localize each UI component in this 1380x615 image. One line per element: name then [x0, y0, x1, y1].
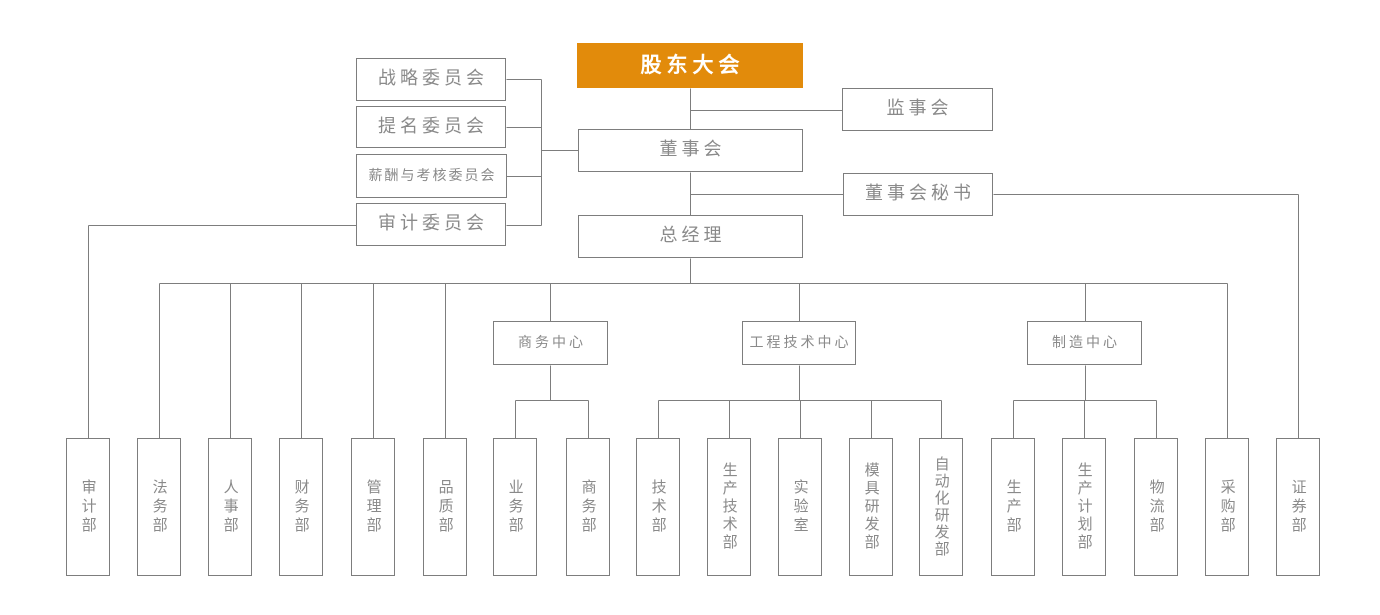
- org-node-label: 物流部: [1147, 478, 1166, 536]
- org-node-securities-dept: 证券部: [1276, 438, 1320, 576]
- org-node-label: 自动化研发部: [932, 456, 951, 558]
- org-node-logistics-dept: 物流部: [1134, 438, 1178, 576]
- org-node-label: 实验室: [791, 478, 810, 536]
- org-node-compensation-appraisal-committee: 薪酬与考核委员会: [356, 154, 507, 198]
- org-node-technology-dept: 技术部: [636, 438, 680, 576]
- org-node-nomination-committee: 提名委员会: [356, 106, 506, 148]
- org-node-finance-dept: 财务部: [279, 438, 323, 576]
- org-node-label: 财务部: [292, 478, 311, 536]
- org-node-board-of-directors: 董事会: [578, 129, 803, 172]
- org-node-label: 股东大会: [640, 53, 745, 78]
- org-node-board-secretary: 董事会秘书: [843, 173, 993, 216]
- org-node-label: 品质部: [436, 478, 455, 536]
- org-node-label: 生产技术部: [720, 462, 739, 552]
- org-node-label: 工程技术中心: [749, 334, 852, 351]
- org-node-label: 商务中心: [518, 334, 586, 351]
- org-node-mold-rd-dept: 模具研发部: [849, 438, 893, 576]
- org-node-label: 证券部: [1289, 478, 1308, 536]
- org-node-label: 制造中心: [1052, 334, 1120, 351]
- org-node-label: 法务部: [150, 478, 169, 536]
- org-node-label: 董事会秘书: [865, 183, 975, 205]
- org-node-label: 生产计划部: [1075, 462, 1094, 552]
- org-node-commerce-dept: 商务部: [566, 438, 610, 576]
- org-node-label: 薪酬与考核委员会: [368, 167, 497, 184]
- org-node-general-manager: 总经理: [578, 215, 803, 258]
- org-node-label: 人事部: [221, 478, 240, 536]
- org-node-audit-dept: 审计部: [66, 438, 110, 576]
- org-node-audit-committee: 审计委员会: [356, 203, 506, 246]
- org-node-shareholders-meeting: 股东大会: [577, 43, 803, 88]
- org-node-label: 模具研发部: [862, 462, 881, 552]
- org-node-label: 商务部: [579, 478, 598, 536]
- org-node-manufacturing-center: 制造中心: [1027, 321, 1142, 365]
- org-node-label: 审计委员会: [378, 213, 488, 235]
- org-node-label: 董事会: [659, 139, 726, 161]
- org-node-label: 业务部: [506, 478, 525, 536]
- org-node-legal-dept: 法务部: [137, 438, 181, 576]
- org-node-label: 管理部: [364, 478, 383, 536]
- org-node-sales-dept: 业务部: [493, 438, 537, 576]
- org-node-business-center: 商务中心: [493, 321, 608, 365]
- org-node-admin-dept: 管理部: [351, 438, 395, 576]
- org-node-label: 生产部: [1004, 478, 1023, 536]
- org-node-strategy-committee: 战略委员会: [356, 58, 506, 101]
- org-node-label: 采购部: [1218, 478, 1237, 536]
- org-node-production-technology-dept: 生产技术部: [707, 438, 751, 576]
- org-node-label: 战略委员会: [378, 68, 488, 90]
- org-node-production-dept: 生产部: [991, 438, 1035, 576]
- org-node-quality-dept: 品质部: [423, 438, 467, 576]
- org-node-laboratory: 实验室: [778, 438, 822, 576]
- org-node-label: 审计部: [79, 478, 98, 536]
- org-node-purchasing-dept: 采购部: [1205, 438, 1249, 576]
- org-node-label: 总经理: [659, 225, 726, 247]
- org-node-label: 技术部: [649, 478, 668, 536]
- org-node-automation-rd-dept: 自动化研发部: [919, 438, 963, 576]
- org-node-production-planning-dept: 生产计划部: [1062, 438, 1106, 576]
- org-node-label: 提名委员会: [378, 115, 488, 137]
- org-node-supervisory-board: 监事会: [842, 88, 993, 131]
- org-node-label: 监事会: [886, 98, 953, 120]
- org-node-hr-dept: 人事部: [208, 438, 252, 576]
- org-node-engineering-technology-center: 工程技术中心: [742, 321, 856, 365]
